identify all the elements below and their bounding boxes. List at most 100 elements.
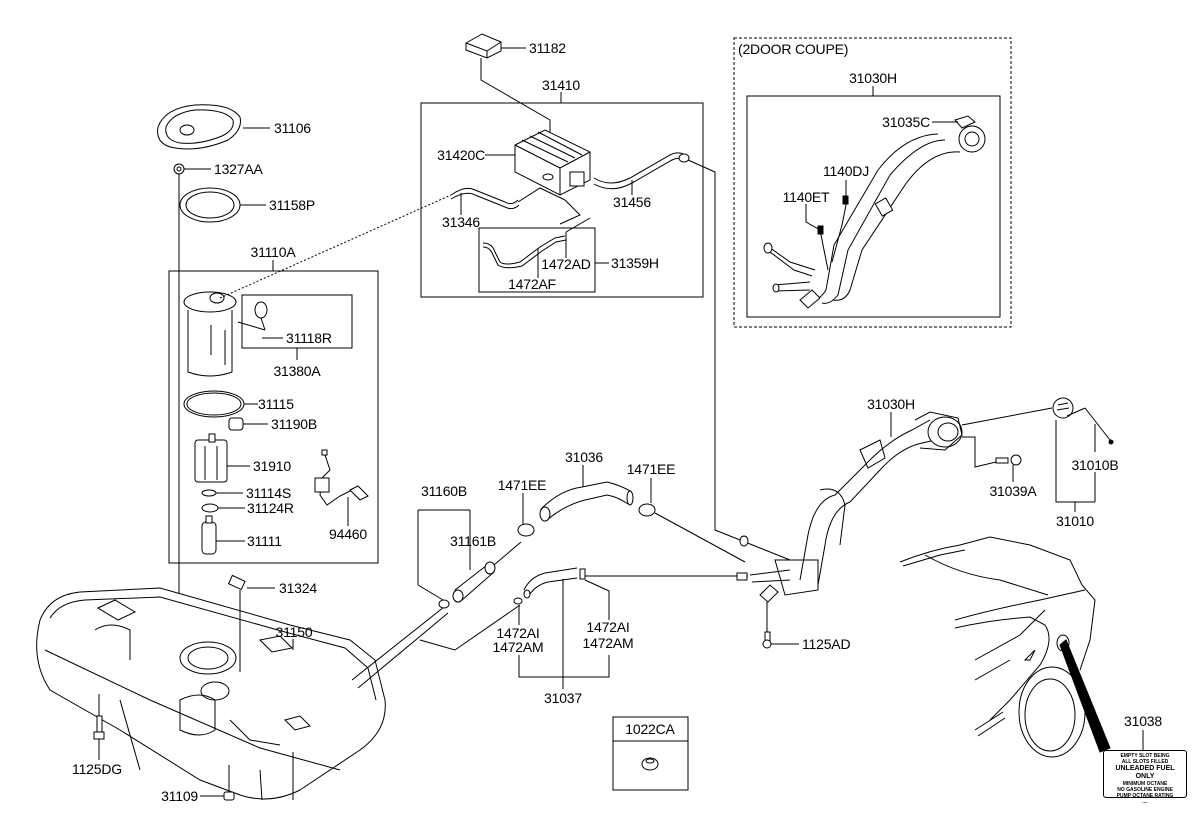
clamp-31160B[interactable] xyxy=(438,599,450,609)
label-31010[interactable]: 31010 xyxy=(1056,513,1094,529)
ring-31114S-part[interactable] xyxy=(201,489,217,497)
label-31182[interactable]: 31182 xyxy=(529,40,566,56)
leader-1140DJ xyxy=(831,180,847,263)
label-31324[interactable]: 31324 xyxy=(279,580,317,596)
o-ring-31115-part[interactable] xyxy=(183,390,245,418)
location-pointer-arrow xyxy=(1059,639,1111,753)
label-1125AD[interactable]: 1125AD xyxy=(802,636,851,652)
group-box-31359H xyxy=(478,227,596,293)
hose-31456-part[interactable] xyxy=(593,152,689,184)
label-31037[interactable]: 31037 xyxy=(544,690,582,706)
label-31420C[interactable]: 31420C xyxy=(437,147,485,163)
label-31410[interactable]: 31410 xyxy=(542,77,580,93)
label-31030H-coupe[interactable]: 31030H xyxy=(849,70,897,86)
hose-31346-part[interactable] xyxy=(450,187,519,205)
coupe-group xyxy=(733,37,1012,328)
nut-31109-part[interactable] xyxy=(223,791,235,801)
label-1140ET[interactable]: 1140ET xyxy=(782,189,830,205)
float-31118R-part[interactable] xyxy=(254,301,268,331)
fuel-filter-31910-part[interactable] xyxy=(194,433,228,483)
leader-1472AI-b xyxy=(584,579,610,620)
canister-31420C-part[interactable] xyxy=(514,129,591,196)
pump-cover-31106-part[interactable] xyxy=(157,104,241,150)
vapor-line-canister-to-neck xyxy=(687,159,741,541)
label-31039A[interactable]: 31039A xyxy=(989,483,1037,499)
label-1327AA[interactable]: 1327AA xyxy=(214,161,263,177)
label-31110A[interactable]: 31110A xyxy=(250,244,296,260)
label-31038[interactable]: 31038 xyxy=(1124,713,1162,729)
label-31456[interactable]: 31456 xyxy=(613,194,651,210)
bolt-1125DG-part[interactable] xyxy=(93,715,105,740)
sender-94460-part[interactable] xyxy=(314,449,369,506)
gasket-31158P-part[interactable] xyxy=(179,187,241,223)
label-31161B[interactable]: 31161B xyxy=(449,533,497,549)
pump-motor-31111-part[interactable] xyxy=(201,515,217,555)
label-31190B[interactable]: 31190B xyxy=(271,416,318,432)
inset-1022CA xyxy=(612,716,689,791)
hose-31456-end xyxy=(678,153,690,163)
clamp-1471EE-b-part[interactable] xyxy=(638,503,656,517)
label-1471EE-b[interactable]: 1471EE xyxy=(626,461,676,477)
label-31115[interactable]: 31115 xyxy=(258,396,294,412)
connector-31324-part[interactable] xyxy=(227,574,246,591)
label-1125DG[interactable]: 1125DG xyxy=(72,761,122,777)
filter-31182-part[interactable] xyxy=(465,33,502,59)
label-31346[interactable]: 31346 xyxy=(442,214,480,230)
decal-line: .... xyxy=(1142,799,1148,805)
label-1472AI-a[interactable]: 1472AI xyxy=(496,625,540,641)
part-31190B[interactable] xyxy=(228,417,244,431)
label-1472AI-b[interactable]: 1472AI xyxy=(586,619,630,635)
label-31036[interactable]: 31036 xyxy=(565,449,603,465)
hose-31036-part[interactable] xyxy=(539,481,634,522)
fuel-tank-31150-part[interactable] xyxy=(36,587,386,801)
label-31111[interactable]: 31111 xyxy=(247,533,282,549)
label-31106[interactable]: 31106 xyxy=(274,120,311,136)
fuel-decal-31038[interactable]: EMPTY SLOT BEING ALL SLOTS FILLED UNLEAD… xyxy=(1103,750,1187,805)
label-1140DJ[interactable]: 1140DJ xyxy=(822,163,870,179)
decal-line: EMPTY SLOT BEING xyxy=(1120,753,1170,759)
label-31150[interactable]: 31150 xyxy=(275,624,313,640)
label-31158P[interactable]: 31158P xyxy=(269,197,316,213)
label-31030H[interactable]: 31030H xyxy=(867,396,915,412)
label-31035C[interactable]: 31035C xyxy=(882,114,930,130)
label-31359H[interactable]: 31359H xyxy=(611,255,659,271)
label-31114S[interactable]: 31114S xyxy=(246,485,291,501)
decal-line: MINIMUM OCTANE xyxy=(1122,781,1168,787)
label-31010B[interactable]: 31010B xyxy=(1071,457,1119,473)
bracket-1472AI xyxy=(518,655,610,678)
filler-pipe-tank-connection xyxy=(351,604,521,689)
label-1472AF[interactable]: 1472AF xyxy=(508,276,556,292)
fuel-pump-group xyxy=(168,260,379,564)
canister-group xyxy=(420,33,704,298)
nut-1327AA-part[interactable] xyxy=(173,163,185,175)
inset-1022CA-title[interactable]: 1022CA xyxy=(625,721,675,737)
label-31118R[interactable]: 31118R xyxy=(286,330,332,346)
coupe-group-title: (2DOOR COUPE) xyxy=(738,41,849,57)
label-31380A[interactable]: 31380A xyxy=(273,363,321,379)
ring-31124R-part[interactable] xyxy=(201,503,219,513)
decal-line: ALL SLOTS FILLED xyxy=(1121,759,1169,765)
label-1471EE-a[interactable]: 1471EE xyxy=(497,477,547,493)
nut-1022CA-part[interactable] xyxy=(641,757,659,771)
label-31124R[interactable]: 31124R xyxy=(247,500,294,516)
label-1472AD[interactable]: 1472AD xyxy=(541,256,591,272)
label-94460[interactable]: 94460 xyxy=(329,526,367,542)
label-31910[interactable]: 31910 xyxy=(253,458,291,474)
label-31160B[interactable]: 31160B xyxy=(420,483,468,499)
clamp-1471EE-a-part[interactable] xyxy=(517,523,535,537)
hose-31037-part[interactable] xyxy=(523,567,586,599)
clamp-1472AI-a[interactable] xyxy=(513,597,523,605)
screw-31039A-part[interactable] xyxy=(995,454,1022,466)
fuel-cap-31010-part[interactable] xyxy=(1052,397,1114,445)
bolt-1125AD-part[interactable] xyxy=(762,631,772,649)
filler-neck-31030H-part[interactable] xyxy=(739,411,963,603)
decal-line-unleaded: UNLEADED FUEL ONLY xyxy=(1115,765,1175,780)
label-1472AM-a[interactable]: 1472AM xyxy=(492,639,544,655)
hose-31161B-part[interactable] xyxy=(452,561,496,603)
pump-module-part[interactable] xyxy=(183,291,237,377)
hose-31359H-part[interactable] xyxy=(482,235,566,265)
label-31109[interactable]: 31109 xyxy=(161,788,198,804)
label-1472AM-b[interactable]: 1472AM xyxy=(582,635,634,651)
filler-neck-coupe-part[interactable] xyxy=(763,115,986,309)
